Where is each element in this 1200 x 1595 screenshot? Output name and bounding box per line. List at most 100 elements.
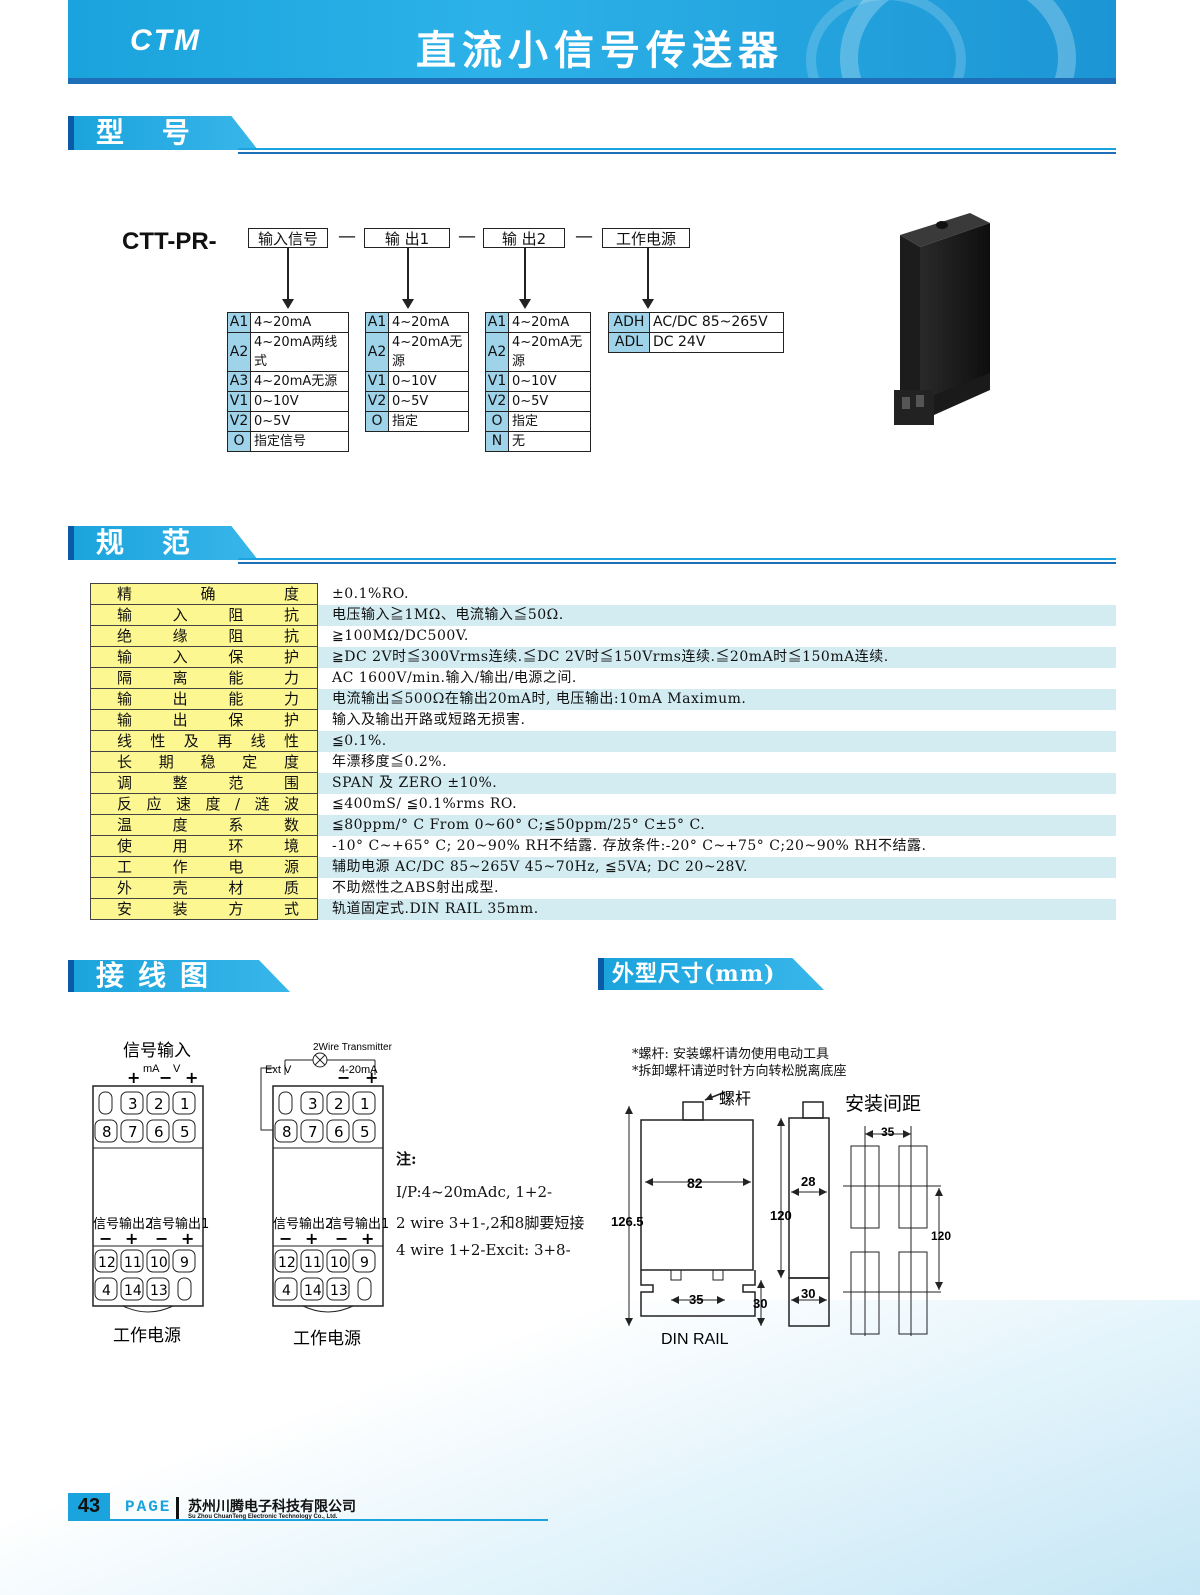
terminal-number: 6 bbox=[334, 1123, 344, 1141]
power-label: 工作电源 bbox=[113, 1326, 181, 1346]
option-code: O bbox=[365, 411, 389, 432]
spec-key: 使用环境 bbox=[90, 835, 318, 857]
spec-row: 线性及再线性≦0.1%. bbox=[90, 730, 1116, 752]
option-code: V1 bbox=[485, 371, 509, 392]
minus-sign: − bbox=[279, 1229, 292, 1248]
spec-value: 轨道固定式.DIN RAIL 35mm. bbox=[317, 898, 1116, 920]
option-code: V1 bbox=[227, 391, 251, 412]
section-title: 规 范 bbox=[68, 526, 258, 560]
terminal-number: 12 bbox=[278, 1255, 296, 1271]
terminal-number: 7 bbox=[128, 1123, 138, 1141]
footer-rule bbox=[68, 1519, 548, 1521]
option-code: A2 bbox=[227, 332, 251, 372]
spec-key: 输入阻抗 bbox=[90, 604, 318, 626]
option-desc: 0~5V bbox=[250, 411, 349, 432]
spec-row: 输入阻抗电压输入≧1MΩ、电流输入≦50Ω. bbox=[90, 604, 1116, 626]
option-code: A2 bbox=[485, 332, 509, 372]
note-line: 4 wire 1+2-Excit: 3+8- bbox=[396, 1241, 571, 1259]
option-desc: 4~20mA无源 bbox=[250, 371, 349, 392]
spec-value: 辅助电源 AC/DC 85~265V 45~70Hz, ≦5VA; DC 20~… bbox=[317, 856, 1116, 878]
section-header-model: 型 号 bbox=[68, 116, 1116, 156]
spec-row: 使用环境 -10° C~+65° C; 20~90% RH不结露. 存放条件:-2… bbox=[90, 835, 1116, 857]
option-desc: 4~20mA bbox=[508, 312, 591, 333]
option-code: V2 bbox=[365, 391, 389, 412]
plus-sign: + bbox=[185, 1068, 198, 1087]
option-code: O bbox=[227, 431, 251, 452]
model-field-power: 工作电源 bbox=[602, 228, 690, 248]
spec-value: ≧100MΩ/DC500V. bbox=[332, 628, 469, 644]
terminal-row-top2: 8 7 6 5 bbox=[94, 1119, 196, 1143]
arrow-head bbox=[402, 299, 414, 309]
terminal-number: 1 bbox=[180, 1095, 190, 1113]
spec-key: 调整范围 bbox=[90, 772, 318, 794]
option-desc: 4~20mA两线式 bbox=[250, 332, 349, 372]
minus-sign: − bbox=[335, 1229, 348, 1248]
model-dash: — bbox=[338, 226, 356, 247]
option-desc: 0~5V bbox=[388, 391, 469, 412]
model-dash: — bbox=[458, 226, 476, 247]
terminal-number: 2 bbox=[154, 1095, 164, 1113]
option-code: V2 bbox=[485, 391, 509, 412]
option-desc: 0~10V bbox=[388, 371, 469, 392]
transmitter-label: 2Wire Transmitter bbox=[313, 1042, 393, 1053]
section-rule bbox=[238, 562, 1116, 564]
dims-note: *螺杆: 安装螺杆请勿使用电动工具 bbox=[632, 1047, 830, 1062]
background-decoration bbox=[0, 1300, 1200, 1595]
terminal-number: 7 bbox=[308, 1123, 318, 1141]
ext-v-label: Ext V bbox=[265, 1064, 292, 1076]
spacing-35: 35 bbox=[881, 1125, 895, 1139]
terminal-number: 9 bbox=[360, 1255, 369, 1271]
spec-value: ≧DC 2V时≦300Vrms连续.≦DC 2V时≦150Vrms连续.≦20m… bbox=[317, 646, 1116, 668]
plus-sign: + bbox=[361, 1229, 374, 1248]
spec-value: ≦400mS/ ≦0.1%rms RO. bbox=[332, 796, 518, 812]
spec-key: 隔离能力 bbox=[90, 667, 318, 689]
option-desc: 指定 bbox=[388, 411, 469, 432]
note-title: 注: bbox=[396, 1150, 417, 1168]
brand-logo: CTM bbox=[130, 24, 201, 57]
spec-key: 精确度 bbox=[90, 583, 318, 605]
section-rule bbox=[238, 558, 1116, 560]
terminal-number: 14 bbox=[124, 1283, 142, 1299]
header-underline bbox=[68, 78, 1116, 84]
dims-note: *拆卸螺杆请逆时针方向转松脱离底座 bbox=[632, 1064, 847, 1079]
depth-28: 28 bbox=[801, 1174, 815, 1189]
option-desc: 0~10V bbox=[508, 371, 591, 392]
minus-sign: − bbox=[99, 1229, 112, 1248]
section-header-spec: 规 范 bbox=[68, 526, 1116, 566]
option-code: V1 bbox=[365, 371, 389, 392]
option-code: A3 bbox=[227, 371, 251, 392]
spec-value: -10° C~+65° C; 20~90% RH不结露. 存放条件:-20° C… bbox=[332, 838, 927, 854]
option-desc: AC/DC 85~265V bbox=[649, 312, 784, 333]
option-desc: 4~20mA bbox=[250, 312, 349, 333]
header-banner bbox=[68, 0, 1116, 78]
section-header-wiring: 接线图 bbox=[68, 960, 290, 992]
arrow-line bbox=[524, 248, 526, 300]
plus-sign: + bbox=[365, 1068, 378, 1087]
plus-sign: + bbox=[305, 1229, 318, 1248]
terminal-number: 13 bbox=[330, 1283, 348, 1299]
option-desc: 4~20mA无源 bbox=[388, 332, 469, 372]
note-line: 2 wire 3+1-,2和8脚要短接 bbox=[396, 1214, 585, 1232]
option-desc: 4~20mA bbox=[388, 312, 469, 333]
power-label: 工作电源 bbox=[293, 1329, 361, 1349]
section-title: 外型尺寸(mm) bbox=[598, 958, 824, 990]
option-desc: 0~5V bbox=[508, 391, 591, 412]
model-prefix: CTT-PR- bbox=[122, 228, 217, 255]
spec-key: 安装方式 bbox=[90, 898, 318, 920]
wiring-diagram: 信号输入 mA V + − + 3 2 1 8 7 6 5 信号输出2 信号输出… bbox=[92, 1041, 393, 1349]
spec-value: AC 1600V/min.输入/输出/电源之间. bbox=[332, 670, 577, 686]
option-code: N bbox=[485, 431, 509, 452]
option-code: A1 bbox=[365, 312, 389, 333]
arrow-head bbox=[642, 299, 654, 309]
option-desc: DC 24V bbox=[649, 332, 784, 353]
